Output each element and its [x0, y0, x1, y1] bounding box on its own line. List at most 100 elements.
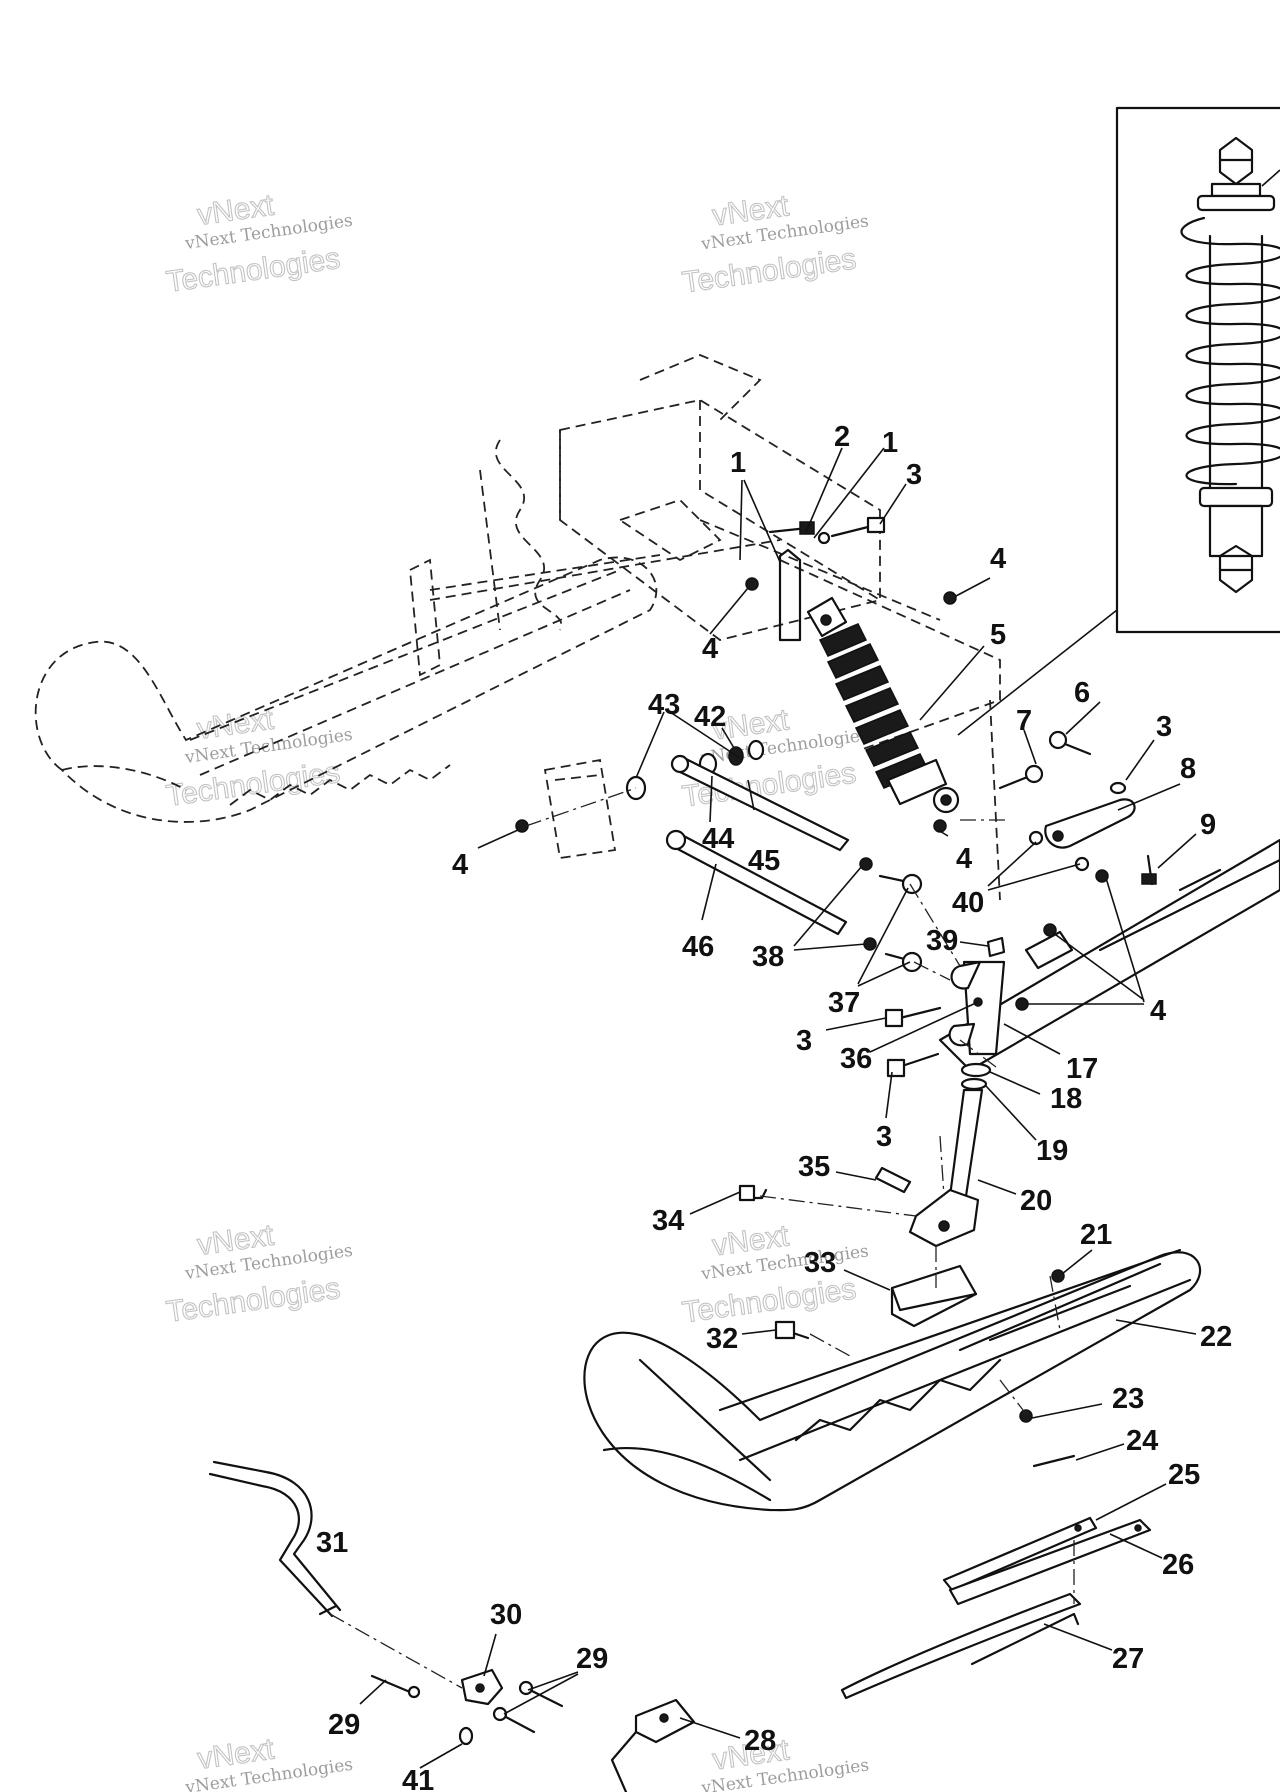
bolt-32-head — [774, 1320, 796, 1340]
inset-lower-seat — [1198, 486, 1274, 508]
callout-7: 3 — [1156, 711, 1172, 743]
callout-26: 26 — [1162, 1549, 1194, 1581]
callout-3: 7 — [1016, 705, 1032, 737]
skag-25-hole — [1074, 1524, 1082, 1532]
inset-bottom-eyelet — [1218, 544, 1254, 594]
ski-body — [583, 1251, 1201, 1512]
leader-41 — [419, 1743, 463, 1769]
spindle-shaft-20 — [948, 1088, 984, 1198]
nut-4 — [745, 577, 759, 591]
leader-45 — [747, 779, 755, 811]
inset-top-eyelet — [1218, 136, 1254, 186]
trailing-arm-edge — [1098, 858, 1280, 952]
leader-42 — [721, 727, 735, 749]
radius-rods — [515, 739, 923, 973]
callout-19: 19 — [1036, 1135, 1068, 1167]
bolt-29 — [502, 1714, 536, 1734]
mount-bracket — [778, 548, 802, 642]
callout-31: 31 — [316, 1527, 348, 1559]
callout-4: 4 — [990, 543, 1006, 575]
callout-20: 20 — [1020, 1185, 1052, 1217]
washer-18 — [960, 1062, 992, 1078]
carbide-27 — [840, 1592, 1082, 1700]
bolt-3-head — [884, 1008, 904, 1028]
callout-28: 28 — [744, 1725, 776, 1757]
callout-6: 6 — [1074, 677, 1090, 709]
skag-26 — [948, 1518, 1152, 1606]
shock-absorber — [806, 596, 960, 814]
leader-28 — [679, 1717, 741, 1739]
spindle-housing — [884, 838, 1280, 1091]
leader-39 — [959, 941, 989, 947]
ski-rib-lines — [958, 1262, 1162, 1352]
callout-18: 18 — [1050, 1083, 1082, 1115]
bolt-29-head — [407, 1685, 421, 1699]
leader-29 — [503, 1671, 579, 1715]
nut-4 — [933, 819, 947, 833]
bolt-29-head — [492, 1706, 508, 1722]
callout-33: 33 — [804, 1247, 836, 1279]
lower-shock-mount — [998, 730, 1157, 886]
callout-4: 4 — [956, 843, 972, 875]
bolt-29-head — [518, 1680, 534, 1696]
spindle-tube — [962, 960, 1006, 1056]
shock-detail-inset — [957, 106, 1280, 736]
bolt-29 — [528, 1688, 564, 1708]
callout-36: 36 — [840, 1043, 872, 1075]
leader-lines — [359, 447, 1197, 1769]
bolt-3 — [900, 1052, 940, 1068]
ski-top-edge — [718, 1248, 1182, 1412]
callout-2: 2 — [834, 421, 850, 453]
callout-25: 25 — [1168, 1459, 1200, 1491]
ski-loop-bar — [638, 1358, 772, 1482]
callout-labels: 1 2 1 3 4 5 4 43 42 6 7 3 8 9 4 44 45 4 … — [316, 421, 1232, 1792]
bushing-43 — [747, 739, 765, 761]
chassis-phantom — [34, 354, 1001, 901]
trailing-arm-slot — [1178, 868, 1222, 892]
callout-3: 3 — [796, 1025, 812, 1057]
callout-37: 37 — [828, 987, 860, 1019]
block-28-hole — [659, 1713, 669, 1723]
leader-3 — [879, 483, 907, 525]
watermark: vNext vNext Technologies — [699, 1733, 870, 1792]
block-28-link — [610, 1730, 638, 1792]
callout-44: 44 — [702, 823, 734, 855]
watermark: vNext vNext Technologies Technologies — [680, 1219, 870, 1330]
leader-20 — [977, 1179, 1017, 1195]
callout-35: 35 — [798, 1151, 830, 1183]
callout-40: 40 — [952, 887, 984, 919]
steering-hardware — [208, 1460, 696, 1792]
leader-4 — [955, 577, 991, 597]
leader-37 — [857, 887, 911, 987]
nut-38 — [859, 857, 873, 871]
skag-26-hole — [1134, 1524, 1142, 1532]
spindle-foot-hole — [938, 1220, 950, 1232]
callout-41: 41 — [402, 1765, 434, 1792]
nut-4 — [515, 819, 529, 833]
bushing-40 — [1074, 856, 1090, 872]
leader-25 — [1095, 1483, 1167, 1521]
spindle-ear-upper — [950, 960, 982, 990]
inset-coil-spring — [1180, 216, 1280, 502]
leader-19 — [985, 1085, 1037, 1141]
callout-4: 4 — [452, 849, 468, 881]
bolt-3-head — [1024, 764, 1044, 784]
leader-33 — [843, 1269, 891, 1291]
steering-arm-end — [318, 1604, 338, 1616]
callout-32: 32 — [706, 1323, 738, 1355]
bolt-3-head — [886, 1058, 906, 1078]
callout-30: 30 — [490, 1599, 522, 1631]
ski-mid-edge — [738, 1278, 1192, 1462]
leader-36 — [869, 1001, 979, 1053]
wear-bars — [840, 1516, 1152, 1700]
leader-3 — [825, 1017, 887, 1031]
nut-4 — [943, 591, 957, 605]
leader-35 — [835, 1171, 877, 1181]
callout-21: 21 — [1080, 1219, 1112, 1251]
leader-3 — [1023, 729, 1037, 765]
trailing-arm-slot — [1024, 930, 1074, 970]
leader-6 — [1065, 701, 1101, 735]
bolt-3-head — [866, 516, 886, 534]
callout-24: 24 — [1126, 1425, 1158, 1457]
